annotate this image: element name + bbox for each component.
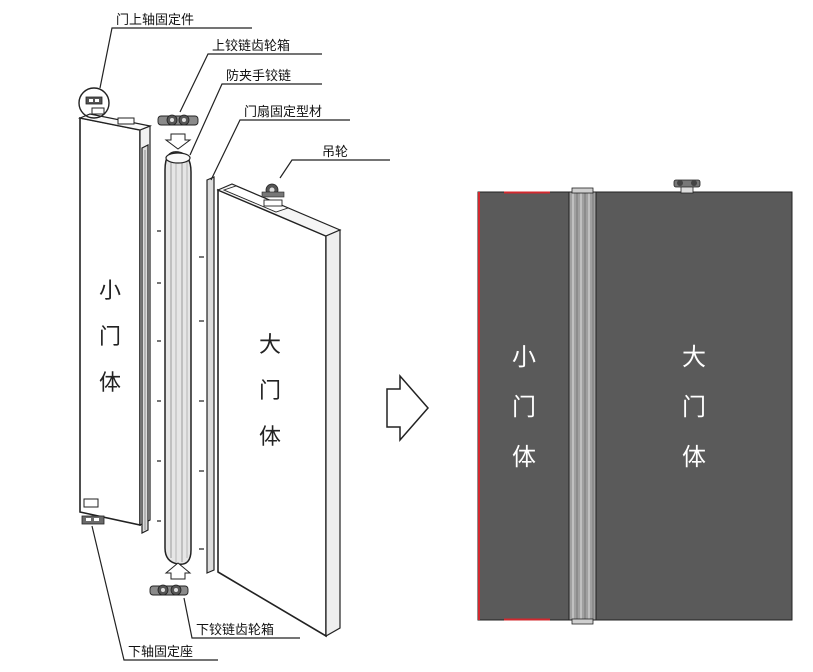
large-door-char-3: 体 (259, 425, 281, 450)
assembled-small-door (477, 191, 571, 621)
upper-gearbox (157, 114, 199, 150)
hanging-wheel (261, 183, 285, 207)
label-hanging-wheel: 吊轮 (322, 145, 348, 160)
exploded-view: 小 门 体 大 门 体 门上轴固定件 上铰链齿轮箱 防夹手铰链 门扇固定型材 吊 (77, 13, 390, 661)
large-door-char-2: 门 (259, 379, 281, 404)
profile-strip-right (199, 176, 215, 574)
label-leaf-profile: 门扇固定型材 (244, 104, 322, 120)
small-door-panel (77, 113, 153, 526)
lower-fix-part (81, 498, 105, 525)
lower-gearbox (149, 562, 192, 596)
assembled-view: 小 门 体 大 门 体 (477, 179, 793, 625)
label-lower-fix: 下轴固定座 (128, 645, 193, 660)
transform-arrow (386, 374, 429, 442)
small-door-char-2: 门 (99, 325, 121, 350)
small-door-char-3: 体 (99, 371, 121, 396)
label-anti-pinch: 防夹手铰链 (226, 68, 291, 84)
large-door-panel (216, 183, 342, 638)
label-lower-gearbox: 下铰链齿轮箱 (196, 622, 274, 638)
assembled-small-char-1: 小 (512, 343, 536, 371)
upper-fix-part (78, 87, 110, 119)
assembled-large-char-2: 门 (682, 393, 706, 421)
profile-strip-left (141, 144, 149, 534)
label-upper-gearbox: 上铰链齿轮箱 (212, 38, 290, 54)
anti-pinch-hinge (157, 151, 192, 565)
assembled-hanging-wheel (673, 179, 701, 194)
callout-leaders (91, 27, 390, 661)
assembled-large-char-1: 大 (682, 343, 706, 371)
small-door-char-1: 小 (99, 279, 121, 304)
assembled-small-char-2: 门 (512, 393, 536, 421)
assembled-large-door (595, 191, 793, 621)
assembled-large-char-3: 体 (682, 443, 706, 471)
large-door-char-1: 大 (259, 333, 281, 358)
label-upper-fix: 门上轴固定件 (116, 13, 194, 28)
assembled-small-char-3: 体 (512, 443, 536, 471)
assembled-hinge (568, 187, 597, 625)
